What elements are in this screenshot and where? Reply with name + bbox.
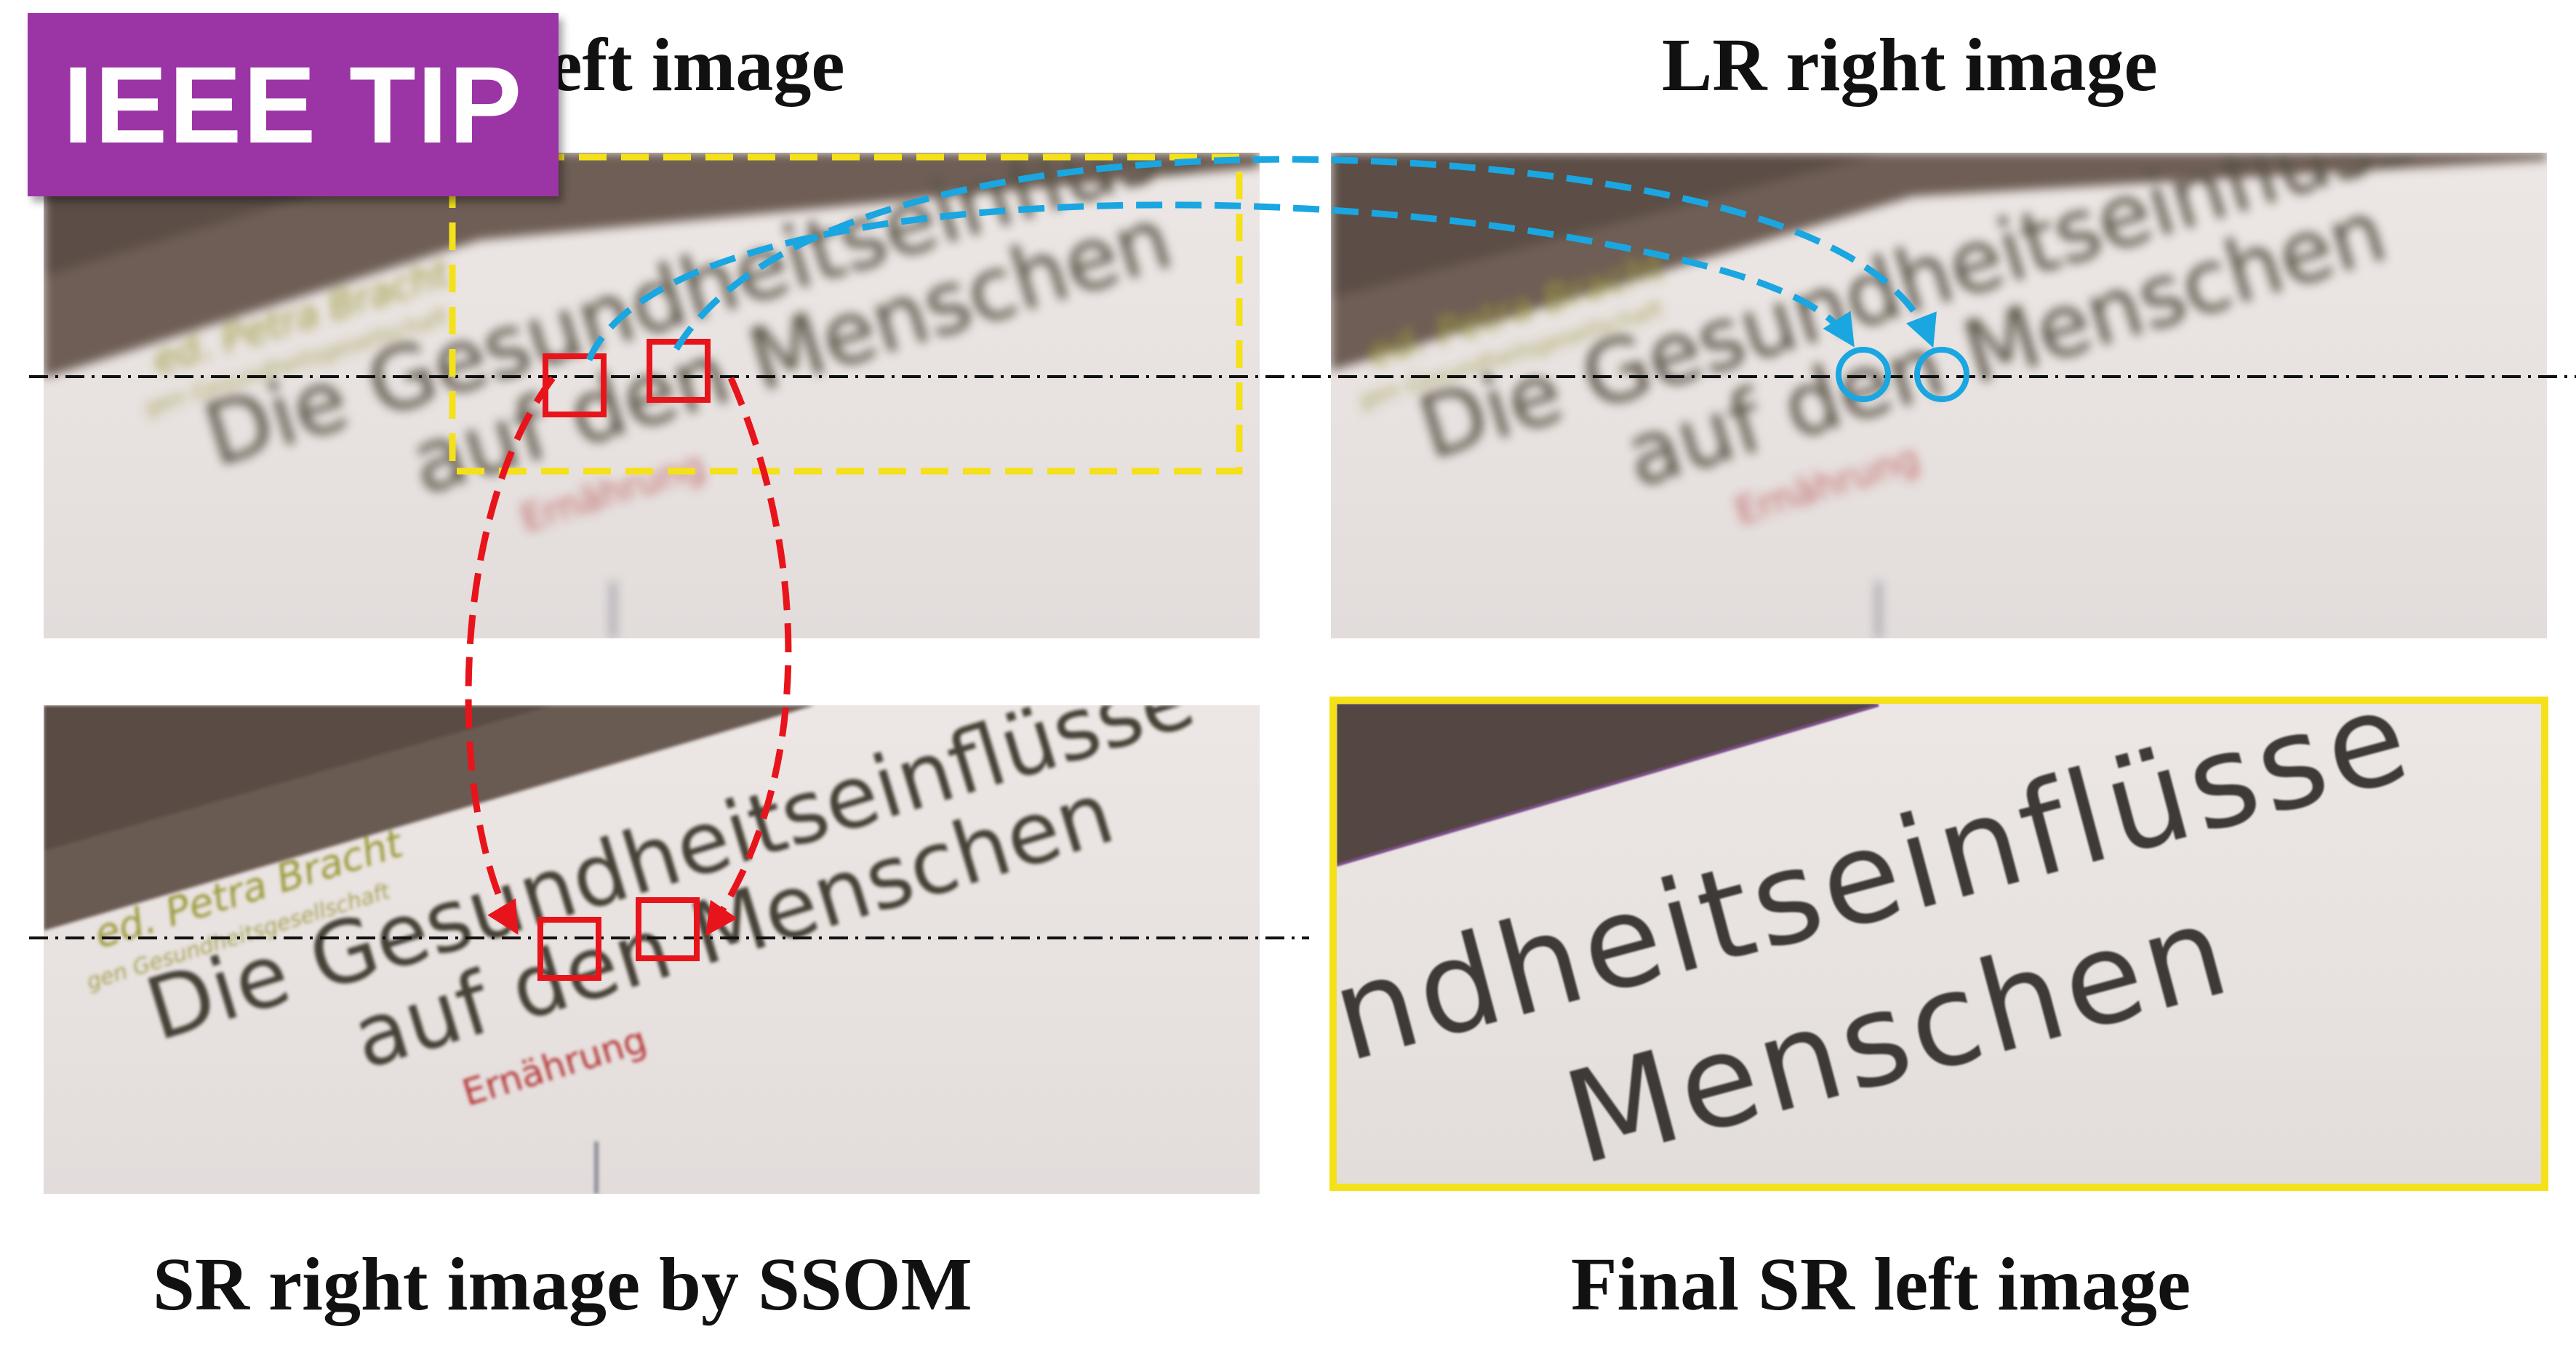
left-match-box-1 xyxy=(543,353,607,417)
blue-arrow-far xyxy=(673,156,1937,351)
caption-final-sr-left: Final SR left image xyxy=(1571,1243,2191,1326)
venue-badge-label: IEEE TIP xyxy=(63,43,524,166)
sr-match-box-2 xyxy=(636,897,700,961)
right-match-circle-2 xyxy=(1914,347,1969,402)
panel-final-sr-left: undheitseinflüsse Menschen xyxy=(1329,697,2548,1191)
caption-lr-right: LR right image xyxy=(1662,23,2158,107)
caption-sr-right: SR right image by SSOM xyxy=(153,1243,972,1326)
red-arrow-right xyxy=(705,377,792,936)
left-match-box-2 xyxy=(647,339,711,403)
highlight-region-box xyxy=(449,153,1243,475)
sr-match-box-1 xyxy=(537,917,601,981)
venue-badge: IEEE TIP xyxy=(28,13,559,196)
blue-arrow-near xyxy=(585,201,1855,361)
final-sr-left-scene: undheitseinflüsse Menschen xyxy=(1337,704,2426,1184)
right-match-circle-1 xyxy=(1836,347,1891,402)
red-arrow-left xyxy=(465,376,556,935)
lr-right-scene: ed. Petra Bracht gen Gesundheitsgesellsc… xyxy=(1331,153,2547,638)
